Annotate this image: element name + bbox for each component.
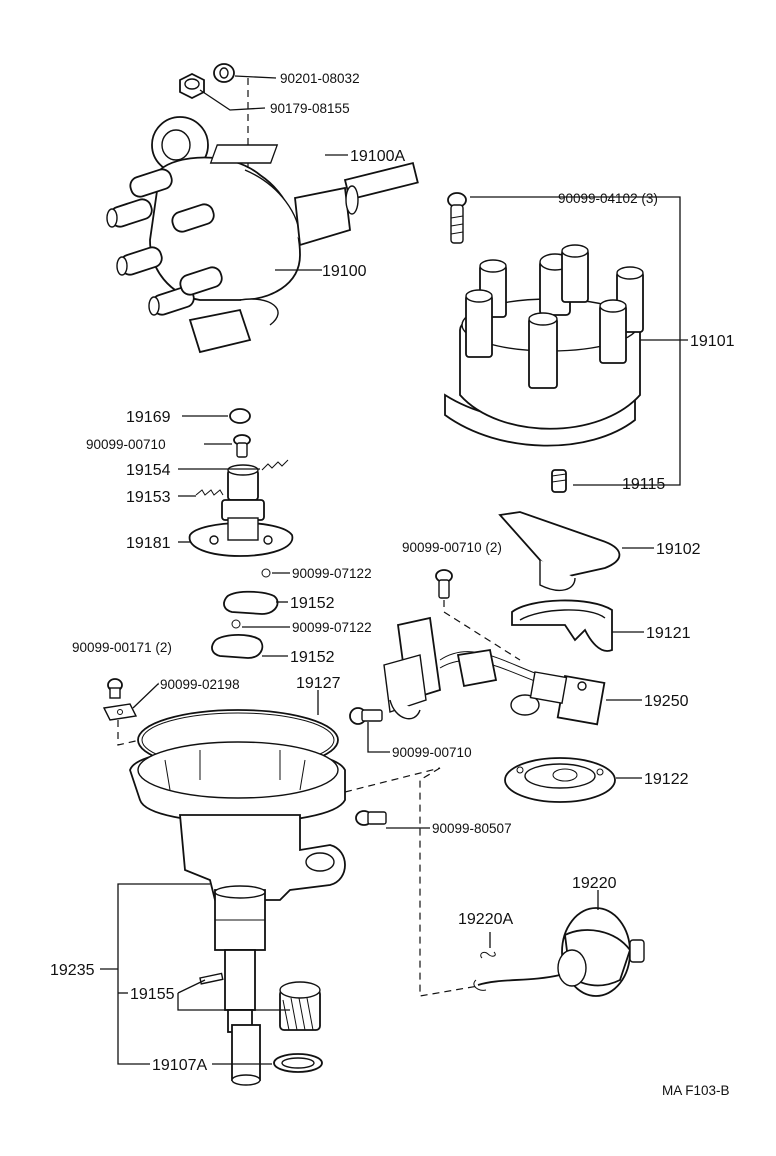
label-90201-08032: 90201-08032 [280,71,360,86]
distributor-assembly-drawing [106,63,419,354]
clip-19220A [480,951,496,959]
drive-gear [279,981,321,1031]
label-19250: 19250 [644,693,689,710]
label-19169: 19169 [126,409,171,426]
governor-weight-parts [188,408,294,557]
label-plate-19100A [209,144,279,164]
label-19235: 19235 [50,962,95,979]
label-19121: 19121 [646,625,691,642]
label-19127: 19127 [296,675,341,692]
label-19100A: 19100A [350,148,405,165]
pickup-coil-19250 [529,671,606,726]
screw-90099-00710-2 [435,569,453,599]
label-90099-80507: 90099-80507 [432,821,512,836]
dust-cover-19121 [511,599,613,652]
label-90099-00710-c: 90099-00710 [392,745,472,760]
breaker-plate-19122 [504,757,616,803]
washer-90201-08032 [213,63,235,83]
label-19153: 19153 [126,489,171,506]
diagram-code: MA F103-B [662,1083,730,1098]
label-90099-00710-a: 90099-00710 [86,437,166,452]
label-90099-04102: 90099-04102 (3) [558,191,658,206]
label-19181: 19181 [126,535,171,552]
vacuum-advance-19220 [473,907,645,997]
nut-90179-08155 [179,72,205,100]
label-90099-02198: 90099-02198 [160,677,240,692]
housing-19235 [129,741,346,1086]
center-carbon-19115 [551,469,567,493]
label-19152-a: 19152 [290,595,335,612]
label-19152-b: 19152 [290,649,335,666]
label-90099-07122-b: 90099-07122 [292,620,372,635]
label-19115: 19115 [622,476,665,493]
label-90099-07122-a: 90099-07122 [292,566,372,581]
screw-90099-00710-c [349,707,383,725]
distributor-cap-19101 [444,192,644,447]
weight-clips-and-weights [211,568,279,659]
label-90179-08155: 90179-08155 [270,101,350,116]
label-90099-00171: 90099-00171 (2) [72,640,172,655]
cap-towers [106,168,223,316]
label-19220A: 19220A [458,911,513,928]
label-19122: 19122 [644,771,689,788]
screw-90099-04102 [447,192,467,244]
label-19220: 19220 [572,875,617,892]
label-19102: 19102 [656,541,701,558]
label-19101: 19101 [690,333,735,350]
label-19154: 19154 [126,462,171,479]
label-19155: 19155 [130,986,175,1003]
label-90099-00710-2: 90099-00710 (2) [402,540,502,555]
screw-90099-00171-and-clamp [102,678,138,721]
wiring-harness [383,616,541,720]
label-19107A: 19107A [152,1057,207,1074]
label-19100: 19100 [322,263,367,280]
screw-90099-80507 [355,810,387,826]
rotor-19102 [498,511,621,592]
